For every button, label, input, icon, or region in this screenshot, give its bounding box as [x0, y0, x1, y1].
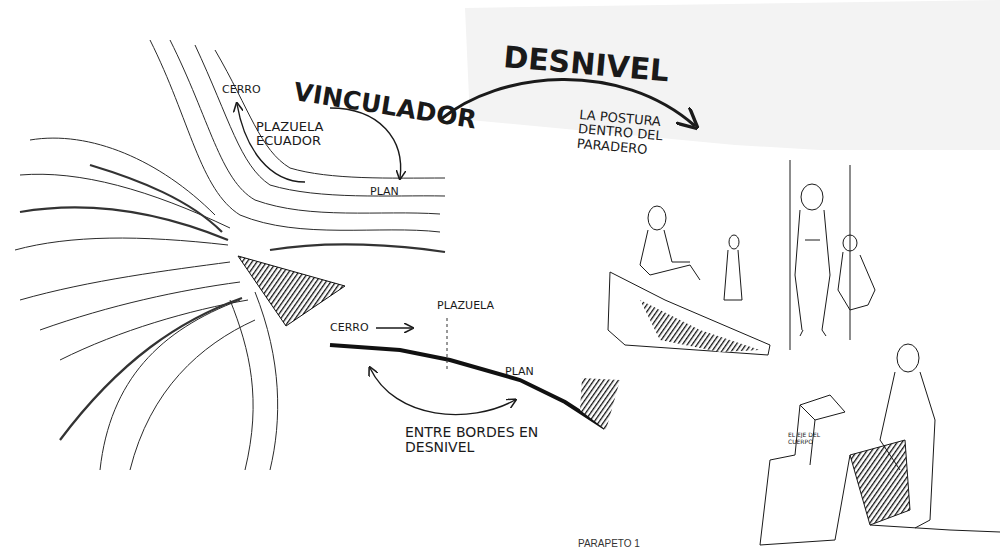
posture-figures-stroke: [724, 250, 742, 300]
posture-figures-stroke: [795, 210, 830, 336]
parapet-block: [760, 344, 1000, 545]
section-label: PLAN: [505, 366, 555, 378]
posture-figures-stroke: [640, 300, 760, 352]
parapet-block-stroke: [897, 344, 919, 372]
posture-figures-stroke: [640, 230, 700, 280]
contour-lines-stroke: [150, 40, 440, 232]
terrain-section-stroke: [330, 345, 605, 428]
sketch-arrows-stroke: [370, 368, 515, 415]
place-label: CERRO: [222, 84, 282, 96]
contour-lines-stroke: [230, 300, 253, 470]
note-label: LA POSTURA DENTRO DEL PARADERO: [576, 108, 694, 161]
main-axes: [20, 165, 445, 440]
posture-figures-stroke: [790, 160, 791, 350]
terrain-section-stroke: [447, 318, 448, 372]
posture-figures-stroke: [843, 235, 857, 251]
main-axes-stroke: [90, 165, 222, 232]
posture-figures-stroke: [648, 206, 666, 230]
posture-figures-stroke: [801, 184, 823, 210]
contour-lines-stroke: [40, 282, 240, 330]
note-label: ENTRE BORDES EN DESNIVEL: [405, 425, 540, 456]
place-label: PLAN: [370, 186, 420, 198]
parapet-block-stroke: [880, 372, 935, 528]
paper-patch: [465, 0, 1000, 380]
sketch-arrows-stroke: [376, 327, 412, 328]
posture-figures-stroke: [729, 235, 739, 249]
plazuela-plan-stroke: [238, 256, 345, 326]
contour-lines-stroke: [130, 320, 255, 470]
posture-figures-stroke: [838, 252, 875, 310]
contour-lines-stroke: [170, 40, 440, 214]
main-axes-stroke: [20, 207, 228, 240]
posture-figures-stroke: [608, 272, 770, 355]
posture-figures-stroke: [664, 230, 690, 262]
contour-lines-stroke: [60, 300, 248, 360]
parapet-block-stroke: [760, 405, 815, 545]
place-label: PLAZUELA ECUADOR: [256, 120, 336, 149]
section-label: PLAZUELA: [437, 300, 507, 312]
contour-lines-stroke: [20, 174, 230, 228]
parapet-block-stroke: [800, 395, 845, 420]
parapet-block-stroke: [760, 455, 1000, 545]
plazuela-plan: [238, 256, 345, 326]
contour-lines-stroke: [255, 292, 278, 470]
parapet-block-stroke: [850, 440, 910, 525]
main-axes-stroke: [270, 244, 445, 252]
figure-caption: PARAPETO 1: [578, 538, 640, 549]
figure-note: EL EJE DEL CUERPO: [788, 432, 828, 445]
main-axes-stroke: [60, 298, 242, 440]
terrain-section-stroke: [580, 378, 620, 430]
contour-lines-stroke: [20, 262, 230, 300]
terrain-section: [330, 318, 620, 430]
section-label: CERRO: [330, 322, 390, 334]
contour-lines-stroke: [15, 238, 228, 250]
posture-figures: [608, 160, 875, 355]
posture-figures-stroke: [850, 165, 851, 340]
